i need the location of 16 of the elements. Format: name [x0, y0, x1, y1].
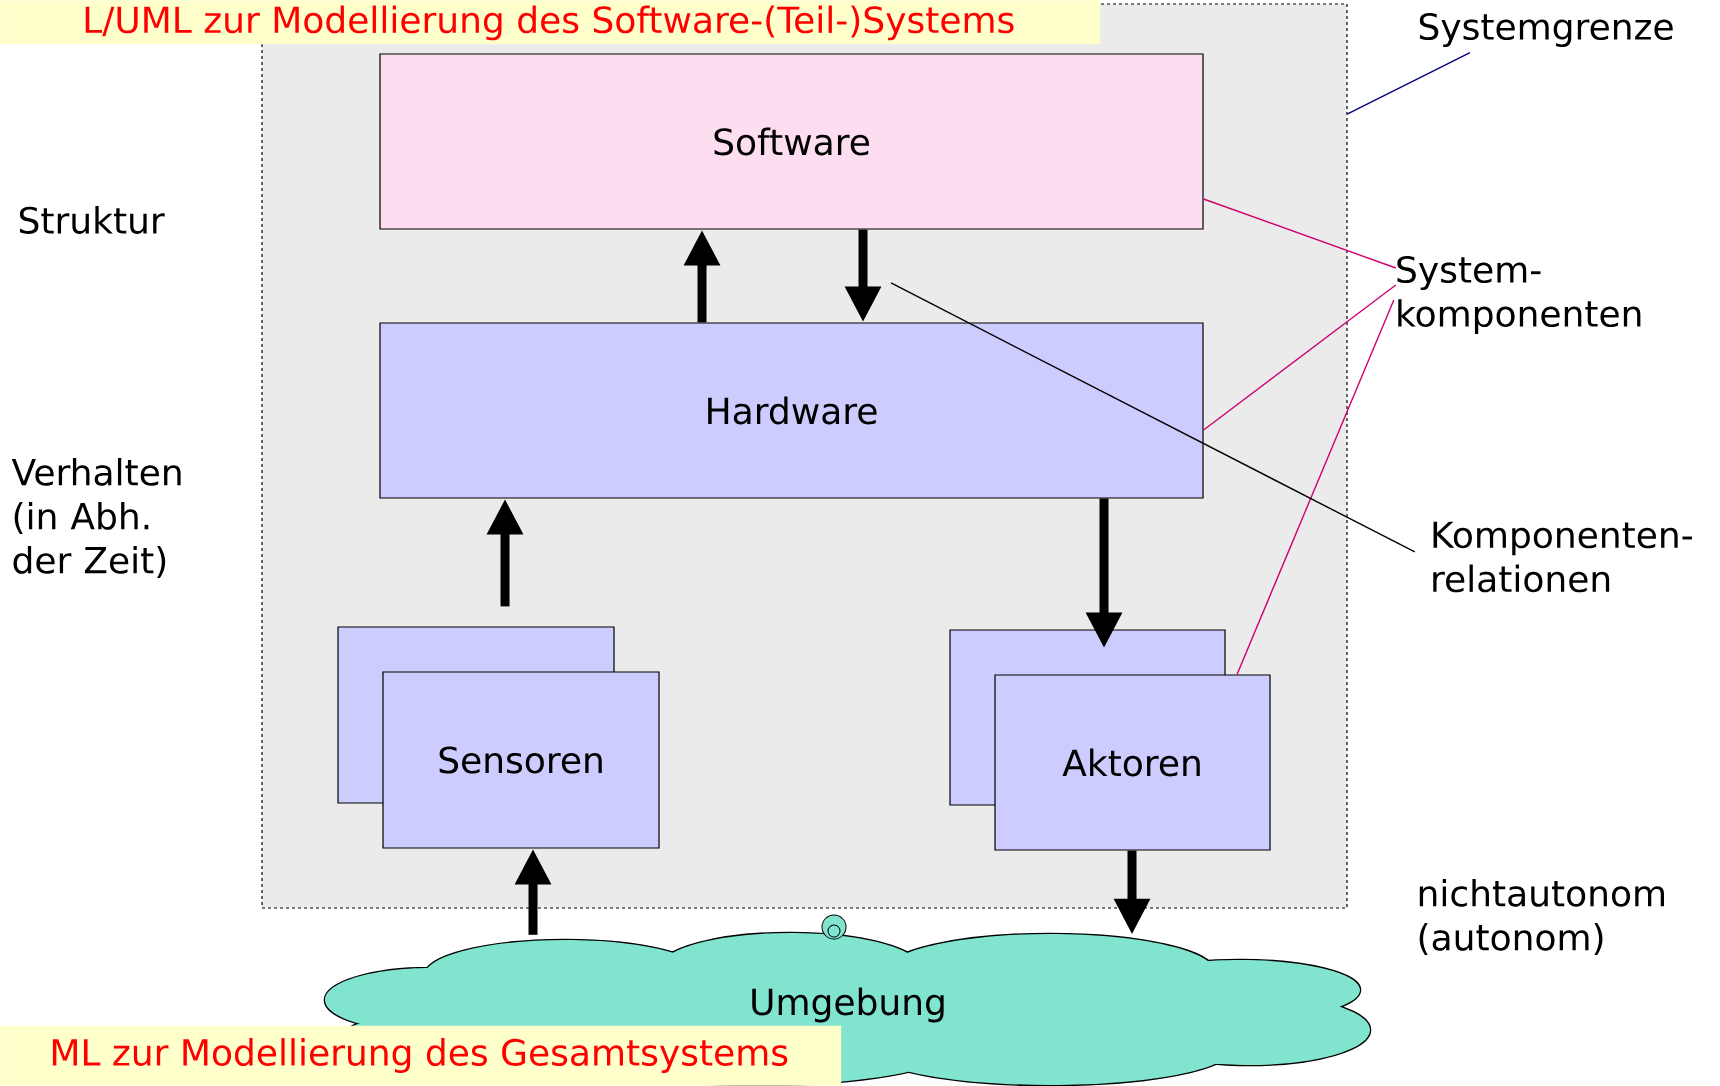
annotation-text: Komponenten-relationen — [1433, 521, 1692, 593]
stacked-box: Sensoren — [337, 626, 660, 849]
leader-line — [1346, 51, 1471, 115]
side-label: nichtautonom (autonom) — [1419, 878, 1664, 956]
process-box: Hardware — [379, 322, 1204, 499]
leader-line — [1202, 198, 1397, 269]
banner: L/UML zur Modellierung des Software-(Teil-)Systems — [0, 0, 1101, 45]
annotation-text: System-komponenten — [1397, 255, 1641, 335]
leader-line — [890, 282, 1416, 553]
side-label: Verhalten (in Abh. der Zeit) — [11, 457, 181, 579]
process-box: Software — [379, 53, 1204, 230]
leader-line — [1202, 284, 1397, 431]
side-label: Struktur — [19, 206, 165, 234]
annotation-text: Systemgrenze — [1419, 12, 1673, 48]
stacked-box: Aktoren — [949, 629, 1271, 851]
banner: ML zur Modellierung des Gesamtsystems — [0, 1025, 842, 1086]
